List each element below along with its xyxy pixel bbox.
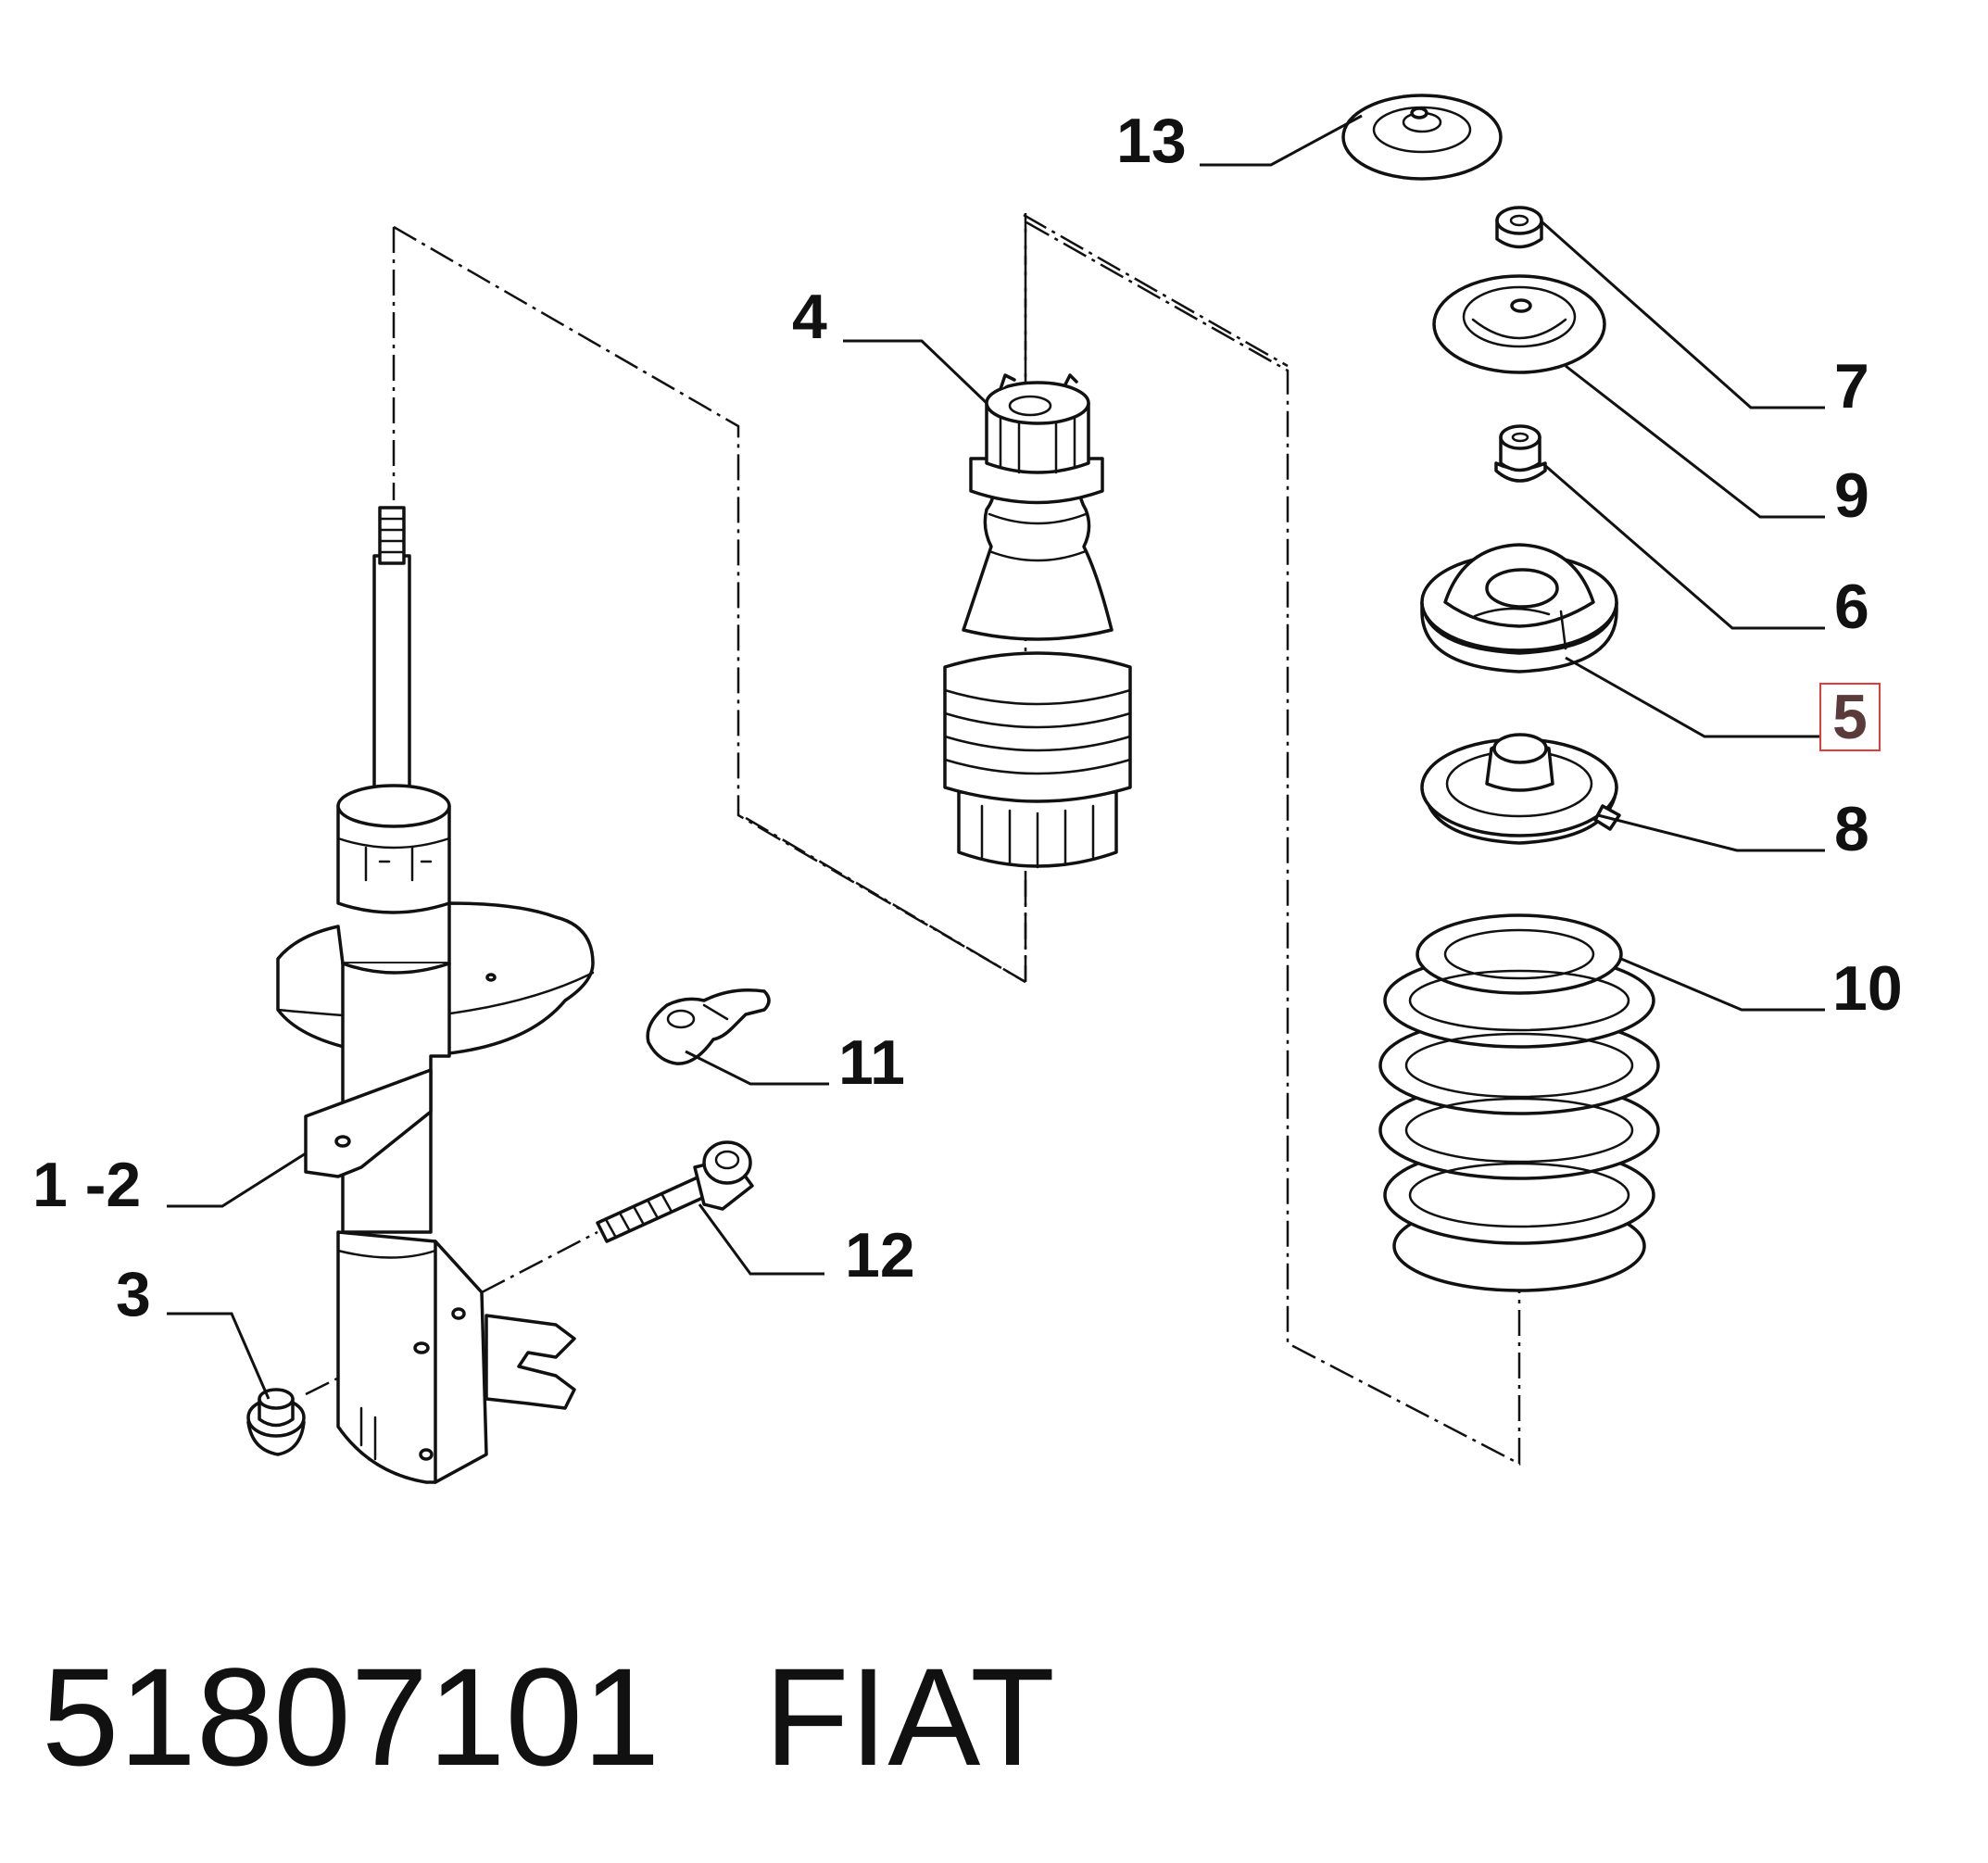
callout-5-highlight-box (1819, 683, 1881, 751)
flange-nut-part (246, 1388, 306, 1456)
bump-stop-boot-part (943, 373, 1132, 869)
hose-clip-part (646, 988, 771, 1065)
coil-spring-part (1378, 913, 1660, 1292)
upper-mount-washer-part (1432, 274, 1606, 374)
leader-lines (167, 114, 1825, 1400)
callout-1-2: 1 -2 (32, 1150, 141, 1220)
bolt-part (596, 1140, 754, 1243)
spring-seat-part (1420, 733, 1621, 845)
brand-name: FIAT (764, 1639, 1055, 1794)
callout-13: 13 (1116, 106, 1187, 176)
callout-3: 3 (116, 1259, 151, 1329)
callout-labels: 13 4 7 9 6 5 8 10 11 1 -2 12 3 (32, 106, 1903, 1329)
callout-5: 5 (1832, 682, 1868, 752)
top-dust-cap-part (1341, 94, 1503, 181)
part-number: 51807101 (42, 1639, 660, 1794)
strut-top-mount-part (1420, 543, 1618, 673)
callout-9: 9 (1834, 460, 1869, 531)
callout-4: 4 (792, 282, 827, 352)
rod-nut-part (1494, 424, 1547, 483)
upper-nut-part (1495, 206, 1543, 249)
callout-11: 11 (838, 1027, 905, 1098)
callout-12: 12 (845, 1220, 915, 1290)
callout-7: 7 (1834, 351, 1869, 422)
shock-absorber-part (276, 506, 595, 1484)
callout-8: 8 (1834, 794, 1869, 864)
callout-6: 6 (1834, 572, 1869, 642)
callout-10: 10 (1832, 953, 1903, 1024)
